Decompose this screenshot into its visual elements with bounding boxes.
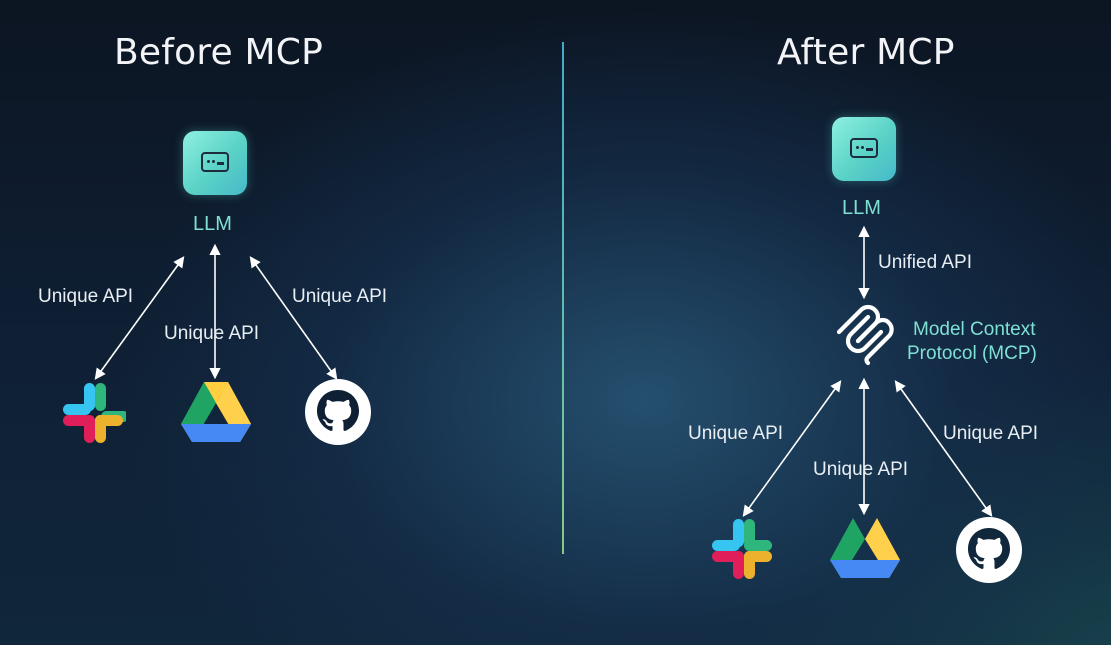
mcp-logo-icon — [836, 304, 894, 366]
after-left-arrow — [742, 380, 842, 517]
before-right-api-label: Unique API — [292, 286, 388, 307]
before-right-arrow — [249, 256, 338, 380]
slack-icon — [712, 519, 772, 579]
mcp-label: Model Context Protocol (MCP) — [907, 318, 1037, 366]
after-llm-label: LLM — [842, 197, 881, 219]
mcp-label-line1: Model Context — [913, 319, 1036, 340]
after-mcp-title: After MCP — [777, 32, 955, 73]
github-icon — [956, 517, 1022, 583]
before-left-arrow — [94, 256, 185, 380]
section-divider — [562, 42, 564, 554]
after-middle-api-label: Unique API — [813, 459, 909, 480]
after-left-api-label: Unique API — [688, 423, 784, 444]
google-drive-icon — [830, 518, 900, 578]
slack-icon — [63, 383, 126, 443]
before-llm-box — [183, 131, 247, 195]
before-llm-label: LLM — [193, 213, 232, 235]
github-icon — [305, 379, 371, 445]
after-llm-box — [832, 117, 896, 181]
google-drive-icon — [181, 382, 251, 442]
before-left-api-label: Unique API — [38, 286, 134, 307]
after-right-arrow — [894, 380, 993, 517]
before-mcp-title: Before MCP — [114, 32, 324, 73]
after-unified-api-label: Unified API — [878, 252, 972, 273]
terminal-icon — [201, 152, 229, 172]
after-right-api-label: Unique API — [943, 423, 1039, 444]
terminal-icon — [850, 138, 878, 158]
before-middle-api-label: Unique API — [164, 323, 260, 344]
mcp-label-line2: Protocol (MCP) — [907, 343, 1037, 364]
